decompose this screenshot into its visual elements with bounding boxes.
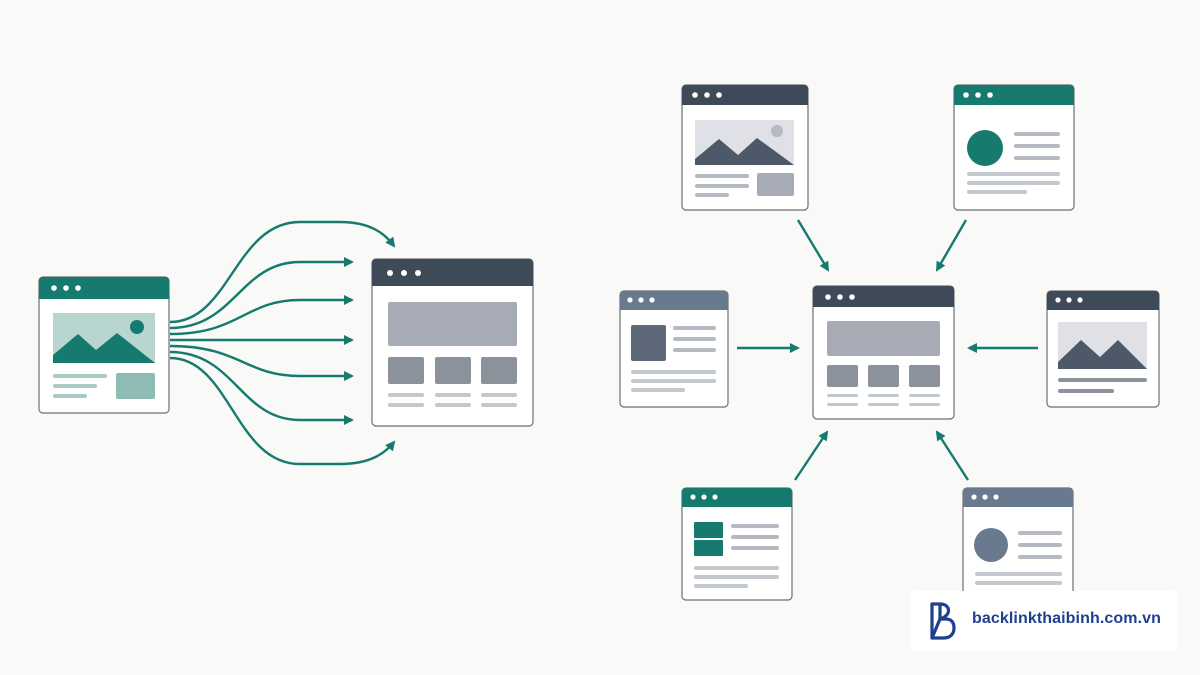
right-diagram [619,84,1160,601]
link-arrow [935,430,970,481]
right-link-arrows [737,219,1038,481]
source-window-bottom-left [681,487,793,601]
link-arrow [796,219,830,272]
link-arrow [169,257,354,330]
source-window-top-left [681,84,809,211]
link-arrow [169,344,354,381]
link-arrow [169,350,354,425]
link-arrow [169,220,396,324]
left-link-arrows [169,220,396,466]
link-arrow [169,295,354,336]
source-window-middle-right [1046,290,1160,408]
right-target-window [812,285,955,420]
link-arrow [935,219,968,272]
source-window-middle-left [619,290,729,408]
link-arrow [794,430,829,481]
left-source-window [38,276,170,414]
left-diagram [38,220,534,466]
b-logo-icon [930,602,956,640]
source-window-top-right [953,84,1075,211]
left-target-window [371,258,534,427]
watermark-text[interactable]: backlinkthaibinh.com.vn [972,610,1162,627]
watermark-badge: backlinkthaibinh.com.vn [910,591,1178,651]
source-window-bottom-right [962,487,1074,601]
link-arrow [169,356,396,466]
